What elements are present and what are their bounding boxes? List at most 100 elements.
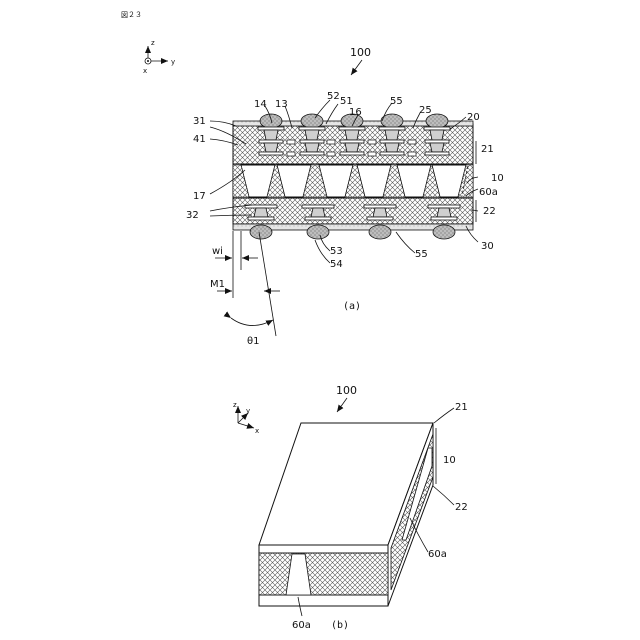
wiring-square [368,140,376,144]
dimension-annotations-a: wi M1 θ1 [210,231,280,347]
via-upper [385,130,399,140]
via-lower [437,208,451,217]
solder-bump-bottom [250,225,272,239]
wiring-square [287,140,295,144]
wiring-square [408,152,416,156]
inclination-line [259,232,276,336]
solder-bump-bottom [433,225,455,239]
via-mid [305,143,319,152]
via-lower [311,208,325,217]
ref-100-b: 100 [336,384,357,397]
solder-bump-bottom [369,225,391,239]
label-14: 14 [254,99,267,110]
label-b-21: 21 [455,402,468,413]
via-mid [430,143,444,152]
wiring-square [327,140,335,144]
caption-b: (b) [331,620,349,631]
pad-mid [340,140,364,143]
label-17: 17 [193,191,206,202]
pad-bottom-top [428,205,460,208]
via-upper [430,130,444,140]
pad-bottom [431,217,457,220]
via-mid [345,143,359,152]
pad-lower [300,152,324,155]
label-55-bottom: 55 [415,249,428,260]
pad-bottom [248,217,274,220]
label-22: 22 [483,206,496,217]
label-16: 16 [349,107,362,118]
ref-100-a: 100 [350,46,371,59]
pad-lower [340,152,364,155]
pad-top [424,127,450,130]
perspective-block-b [259,423,433,606]
axis-indicator-b: z y x [233,401,259,435]
label-54: 54 [330,259,343,270]
ref-100-b-arrow [337,398,347,412]
wiring-square [408,140,416,144]
wiring-square [327,152,335,156]
pad-top [339,127,365,130]
label-53: 53 [330,246,343,257]
axis-z-label-b: z [233,401,237,409]
wiring-square [368,152,376,156]
label-b-22: 22 [455,502,468,513]
label-25: 25 [419,105,432,116]
axis-z-label-a: z [151,39,155,47]
pad-bottom [305,217,331,220]
via-upper [345,130,359,140]
solder-bump-bottom [307,225,329,239]
ref-100-a-arrow [351,60,362,75]
pad-top [258,127,284,130]
pad-top [379,127,405,130]
pad-mid [259,140,283,143]
pad-bottom [367,217,393,220]
solder-bump-top [260,114,282,128]
pad-lower [380,152,404,155]
label-b-60a-side: 60a [428,549,447,560]
via-mid [385,143,399,152]
label-b-10: 10 [443,455,456,466]
label-13: 13 [275,99,288,110]
via-lower [254,208,268,217]
label-theta1: θ1 [247,336,259,347]
via-upper [264,130,278,140]
axis-y-label-b: y [246,407,250,415]
cross-section-a [233,114,473,239]
label-31: 31 [193,116,206,127]
label-b-60a-front: 60a [292,620,311,631]
caption-a: (a) [343,301,361,312]
label-M1: M1 [210,279,225,290]
label-32: 32 [186,210,199,221]
via-upper [305,130,319,140]
pad-top [299,127,325,130]
label-55-top: 55 [390,96,403,107]
pad-mid [300,140,324,143]
label-wi: wi [212,246,223,257]
via-mid [264,143,278,152]
pad-mid [380,140,404,143]
label-10: 10 [491,173,504,184]
pad-bottom-top [364,205,396,208]
label-30: 30 [481,241,494,252]
axis-x-label-b: x [255,427,259,435]
label-51: 51 [340,96,353,107]
axis-y-label-a: y [171,58,175,66]
pad-mid [425,140,449,143]
label-41: 41 [193,134,206,145]
axis-indicator-a: z y x [143,39,175,75]
front-core-hatch [259,553,388,595]
pad-lower [425,152,449,155]
label-20: 20 [467,112,480,123]
label-21: 21 [481,144,494,155]
wiring-square [287,152,295,156]
label-60a: 60a [479,187,498,198]
core-vias [233,165,473,197]
pad-bottom-top [302,205,334,208]
via-lower [373,208,387,217]
label-52: 52 [327,91,340,102]
pad-lower [259,152,283,155]
axis-x-label-a: x [143,67,147,75]
solder-bump-top [301,114,323,128]
solder-bump-top [426,114,448,128]
